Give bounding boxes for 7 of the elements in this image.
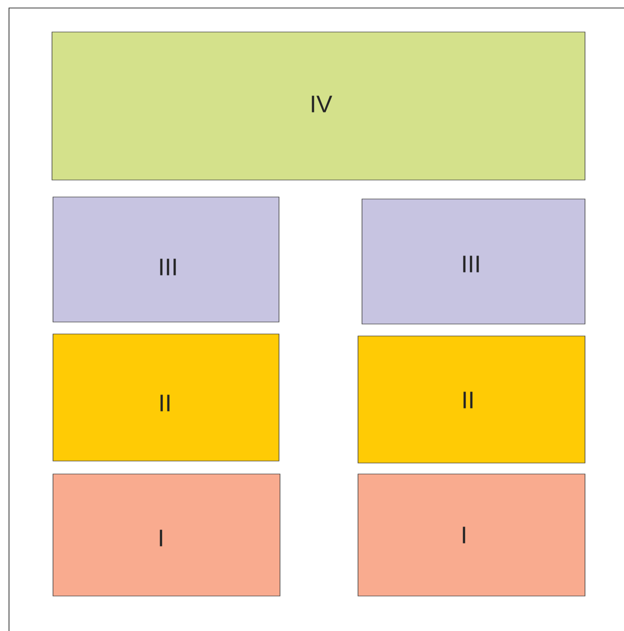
block-box: II xyxy=(52,334,280,462)
block-box: I xyxy=(52,474,280,596)
block-box: IV xyxy=(52,32,586,180)
block-box: III xyxy=(362,198,586,324)
block-box: II xyxy=(358,336,586,464)
block-box: I xyxy=(358,474,586,596)
block-box: III xyxy=(52,196,280,322)
